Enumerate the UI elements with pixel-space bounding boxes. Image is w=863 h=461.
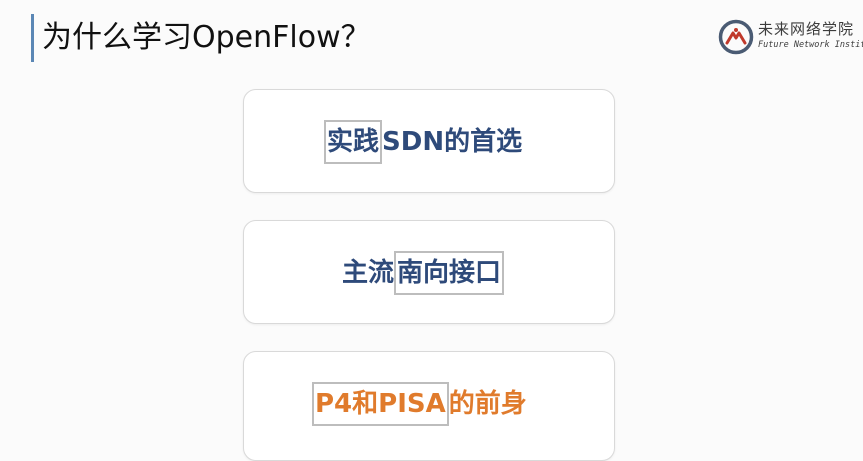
highlight-box: 南向接口 [394,251,505,295]
logo-name-en: Future Network Institute [758,40,863,50]
reason-text-lead: 主流 [342,258,395,288]
slide-title: 为什么学习OpenFlow？ [42,20,371,55]
reason-text: 主流南向接口 [342,251,505,295]
highlight-box: 实践 [324,120,383,164]
logo-name-cn: 未来网络学院 [758,20,855,38]
institute-logo: 未来网络学院 Future Network Institute [718,19,863,59]
network-logo-icon [718,19,754,55]
reason-text-rest: 的前身 [448,389,527,419]
title-accent-bar [31,14,34,62]
highlight-box: P4和PISA [312,382,449,426]
reason-text-rest: SDN的首选 [382,127,523,157]
reason-card-southbound: 主流南向接口 [243,220,615,324]
